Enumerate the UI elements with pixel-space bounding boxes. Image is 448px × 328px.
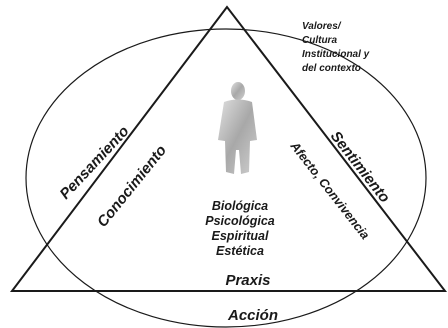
dimension-item: Biológica (212, 199, 268, 213)
valores-block: Valores/ Cultura Institucional y del con… (302, 21, 370, 74)
dimension-item: Espiritual (212, 229, 269, 243)
label-accion: Acción (227, 307, 278, 324)
valores-line: Valores/ (302, 21, 342, 32)
valores-line: Institucional y (302, 49, 370, 60)
dimension-item: Estética (216, 244, 264, 258)
dimensions-list: Biológica Psicológica Espiritual Estétic… (205, 199, 275, 258)
person-icon (218, 82, 257, 174)
label-praxis: Praxis (225, 272, 270, 289)
dimension-item: Psicológica (205, 214, 275, 228)
main-triangle (9, 5, 448, 292)
valores-line: del contexto (302, 63, 361, 74)
valores-line: Cultura (302, 35, 337, 46)
outer-circle (25, 28, 427, 328)
